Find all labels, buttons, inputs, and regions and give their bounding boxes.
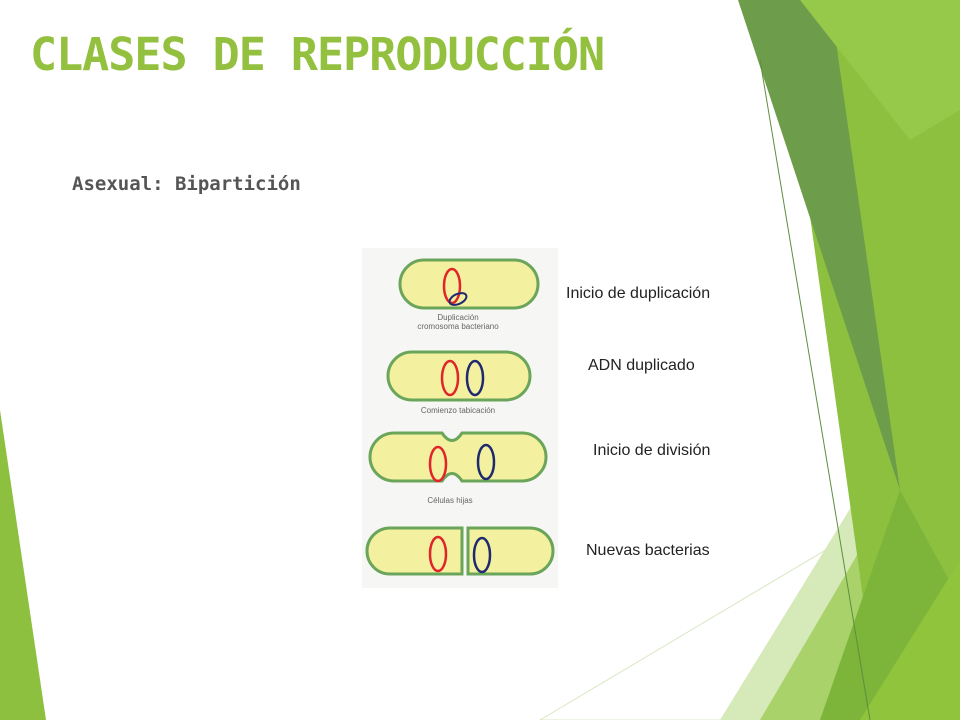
dna-loop-red <box>442 267 462 305</box>
stage-1-cell <box>398 258 540 310</box>
stage-4-cells <box>365 526 555 576</box>
dna-loop-red <box>428 445 448 483</box>
figure-caption-3: Comienzo tabicación <box>421 406 495 415</box>
diagonal-line <box>759 59 871 720</box>
daughter-cell-right <box>466 526 555 576</box>
stage-label-nuevas-bacterias: Nuevas bacterias <box>586 542 710 559</box>
stage-label-adn-duplicado: ADN duplicado <box>588 357 695 374</box>
figure-caption-4: Células hijas <box>427 496 472 505</box>
dna-loop-blue <box>472 536 492 574</box>
dark-green-band <box>738 0 900 490</box>
left-green-sliver <box>0 410 46 720</box>
corner-green-band <box>860 560 960 720</box>
dna-loop-blue <box>476 443 496 481</box>
figure-caption-1: Duplicación <box>437 313 478 322</box>
stage-label-inicio-duplicacion: Inicio de duplicación <box>566 285 711 302</box>
dna-loop-blue <box>448 292 468 306</box>
slide-title: CLASES DE REPRODUCCIÓN <box>30 28 605 81</box>
dna-loop-red <box>440 359 460 397</box>
binary-fission-figure: Duplicación cromosoma bacteriano Comienz… <box>362 248 558 588</box>
figure-caption-2: cromosoma bacteriano <box>417 322 499 331</box>
stage-2-cell <box>386 350 532 402</box>
top-green-band <box>800 0 960 140</box>
stage-label-inicio-division: Inicio de división <box>593 442 711 459</box>
stage-3-cell <box>368 431 548 483</box>
dna-loop-blue <box>465 359 485 397</box>
daughter-cell-left <box>365 526 464 576</box>
slide-subtitle: Asexual: Bipartición <box>72 173 301 195</box>
dna-loop-red <box>428 535 448 573</box>
